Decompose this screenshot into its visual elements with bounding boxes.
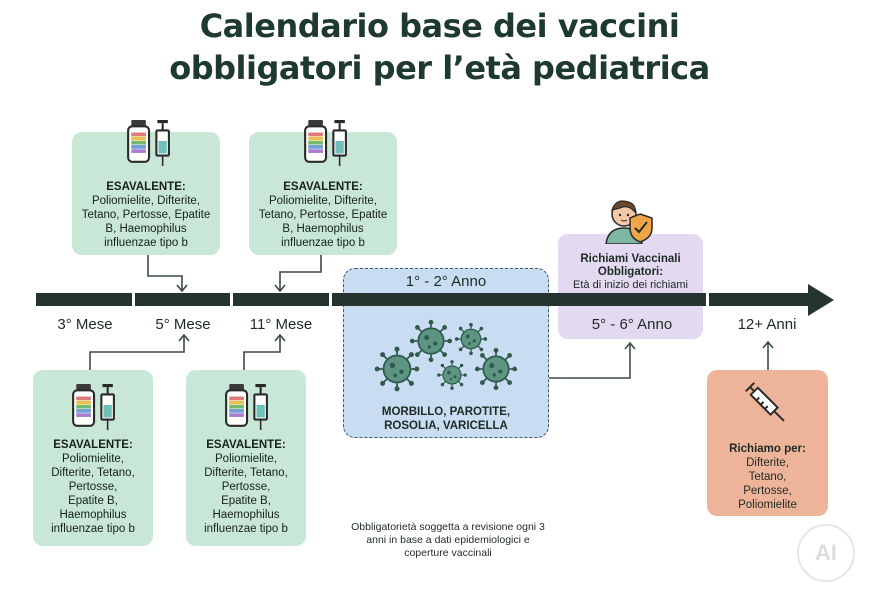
- card-esavalente-5-mese: ESAVALENTE: Poliomielite, Difterite, Tet…: [72, 120, 220, 255]
- footnote-line: anni in base a dati epidemiologici e: [366, 534, 530, 546]
- virus-icon: [373, 319, 518, 393]
- card-line: Epatite B,: [221, 495, 271, 507]
- card-line: influenzae tipo b: [204, 523, 288, 535]
- card-line: Haemophilus: [59, 509, 127, 521]
- card-line: Epatite B,: [68, 495, 118, 507]
- timeline-tick: [230, 289, 233, 309]
- card-line: influenzae tipo b: [51, 523, 135, 535]
- card-head: ESAVALENTE:: [106, 181, 186, 193]
- timeline-axis: [36, 293, 811, 306]
- ai-generated-watermark: AI: [797, 524, 855, 582]
- card-line: B, Haemophilus: [282, 223, 364, 235]
- page-title-line2: obbligatori per l’età pediatrica: [169, 49, 710, 87]
- card-head: ESAVALENTE:: [206, 439, 286, 451]
- viral-line: MORBILLO, PAROTITE,: [381, 406, 511, 418]
- richiamo-head: Richiamo per:: [729, 443, 806, 455]
- timeline-tick: [329, 289, 332, 309]
- page-title-line1: Calendario base dei vaccini: [199, 7, 680, 45]
- label-3-mese: 3° Mese: [57, 316, 113, 333]
- child-shield-icon: [605, 200, 653, 244]
- richiamo-per-box: Richiamo per: Difterite, Tetano, Pertoss…: [707, 370, 828, 516]
- syringe-icon: [745, 382, 785, 422]
- card-esavalente-3-mese: ESAVALENTE: Poliomielite, Difterite, Tet…: [33, 370, 153, 546]
- card-line: B, Haemophilus: [105, 223, 187, 235]
- card-line: Pertosse,: [68, 481, 118, 493]
- viral-label: MORBILLO, PAROTITE, ROSOLIA, VARICELLA: [344, 405, 548, 433]
- card-line: Difterite, Tetano,: [204, 467, 288, 479]
- richiami-head-2: Obbligatori:: [597, 266, 664, 278]
- card-esavalente-5-mese-bottom: ESAVALENTE: Poliomielite, Difterite, Tet…: [186, 370, 306, 546]
- card-line: Poliomielite,: [215, 453, 277, 465]
- card-line: Pertosse,: [221, 481, 271, 493]
- vial-syringe-icon: [72, 384, 115, 430]
- card-line: Tetano, Pertosse, Epatite: [81, 209, 211, 221]
- card-line: influenzae tipo b: [281, 237, 365, 249]
- card-line: Haemophilus: [212, 509, 280, 521]
- card-line: Poliomielite, Difterite,: [268, 195, 377, 207]
- card-head: ESAVALENTE:: [53, 439, 133, 451]
- vial-syringe-icon: [127, 120, 170, 166]
- card-head: ESAVALENTE:: [283, 181, 363, 193]
- card-esavalente-11-mese: ESAVALENTE: Poliomielite, Difterite, Tet…: [249, 120, 397, 255]
- label-1-2-anno: 1° - 2° Anno: [405, 273, 487, 290]
- label-5-6-anno: 5° - 6° Anno: [591, 316, 673, 333]
- richiamo-line: Tetano,: [748, 471, 787, 483]
- label-5-mese: 5° Mese: [155, 316, 211, 333]
- footnote: Obbligatorietà soggetta a revisione ogni…: [334, 521, 562, 560]
- card-line: Poliomielite,: [62, 453, 124, 465]
- richiamo-line: Poliomielite: [738, 499, 797, 511]
- card-line: Poliomielite, Difterite,: [91, 195, 200, 207]
- timeline-arrowhead: [808, 284, 834, 316]
- card-line: Difterite, Tetano,: [51, 467, 135, 479]
- card-line: Tetano, Pertosse, Epatite: [258, 209, 388, 221]
- vial-syringe-icon: [225, 384, 268, 430]
- footnote-line: Obbligatorietà soggetta a revisione ogni…: [351, 521, 545, 533]
- label-12-anni: 12+ Anni: [737, 316, 797, 333]
- richiami-box: Richiami Vaccinali Obbligatori: Età di i…: [558, 200, 703, 339]
- richiamo-line: Difterite,: [746, 457, 789, 469]
- label-11-mese: 11° Mese: [249, 316, 313, 333]
- footnote-line: coperture vaccinali: [404, 547, 492, 559]
- viral-line: ROSOLIA, VARICELLA: [384, 420, 508, 432]
- richiami-head-1: Richiami Vaccinali: [580, 253, 681, 265]
- vial-syringe-icon: [304, 120, 347, 166]
- timeline-tick: [706, 289, 709, 309]
- watermark-text: AI: [815, 540, 837, 565]
- timeline-tick: [132, 289, 135, 309]
- card-line: influenzae tipo b: [104, 237, 188, 249]
- richiami-sub: Età di inizio dei richiami: [573, 279, 688, 291]
- richiamo-line: Pertosse,: [743, 485, 792, 497]
